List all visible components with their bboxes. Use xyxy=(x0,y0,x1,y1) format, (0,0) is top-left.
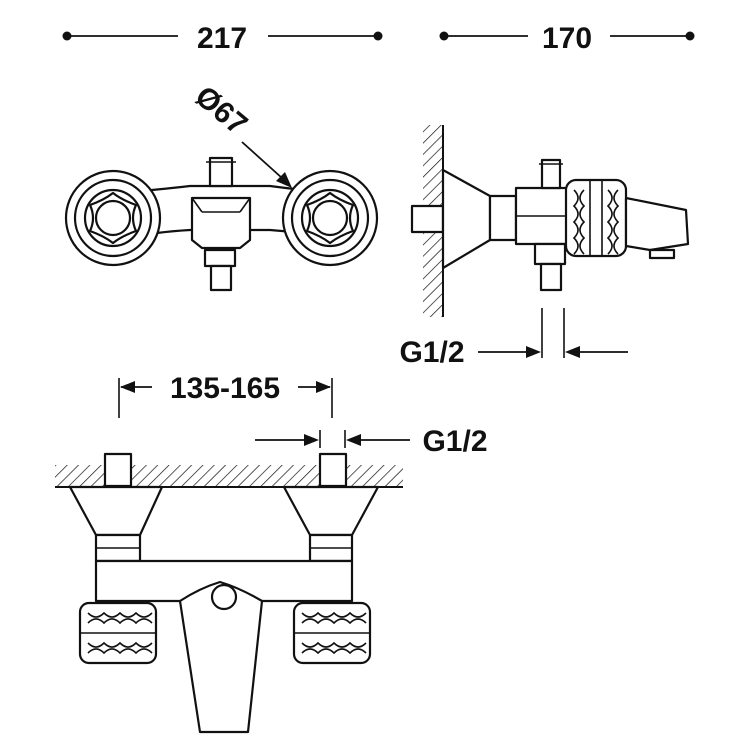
dimension-width-217: 217 xyxy=(62,22,383,55)
front-right-handle-icon xyxy=(292,601,372,665)
front-left-handle-icon xyxy=(78,601,158,665)
dimension-label-front-connection: G1/2 xyxy=(422,425,487,458)
dimension-front-connection: G1/2 xyxy=(255,425,488,458)
dimension-diameter: Ø67 xyxy=(189,80,292,188)
dimension-label-depth: 170 xyxy=(542,22,592,55)
dimension-depth-170: 170 xyxy=(439,22,695,55)
dimension-label-side-connection: G1/2 xyxy=(399,336,464,369)
dimension-label-width: 217 xyxy=(197,22,247,55)
side-view: G1/2 xyxy=(399,125,690,369)
right-handle-icon xyxy=(281,169,379,267)
side-handle-icon xyxy=(564,178,628,258)
dimension-label-center-distance: 135-165 xyxy=(170,372,280,405)
dimension-center-distance: 135-165 xyxy=(118,372,333,418)
left-handle-icon xyxy=(64,169,162,267)
dimension-label-diameter: Ø67 xyxy=(189,80,254,142)
front-view xyxy=(55,452,403,734)
top-view xyxy=(64,156,379,292)
